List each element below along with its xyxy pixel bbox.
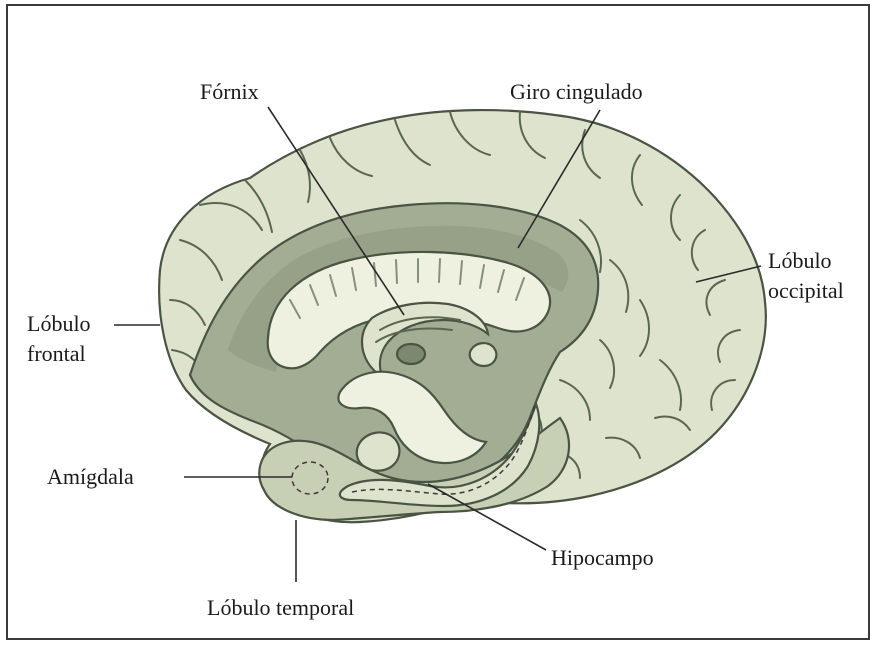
label-cingulate: Giro cingulado	[510, 79, 643, 104]
thalamus-nucleus	[397, 344, 425, 364]
label-amygdala: Amígdala	[47, 464, 134, 489]
label-fornix: Fórnix	[200, 79, 259, 104]
label-frontal-line1: Lóbulo	[27, 311, 91, 336]
label-occipital-line2: occipital	[768, 278, 844, 303]
label-frontal-line2: frontal	[27, 341, 86, 366]
label-hippocampus: Hipocampo	[551, 545, 654, 570]
label-temporal: Lóbulo temporal	[207, 595, 354, 620]
label-occipital-line1: Lóbulo	[768, 248, 832, 273]
mammillary-body	[470, 343, 497, 366]
